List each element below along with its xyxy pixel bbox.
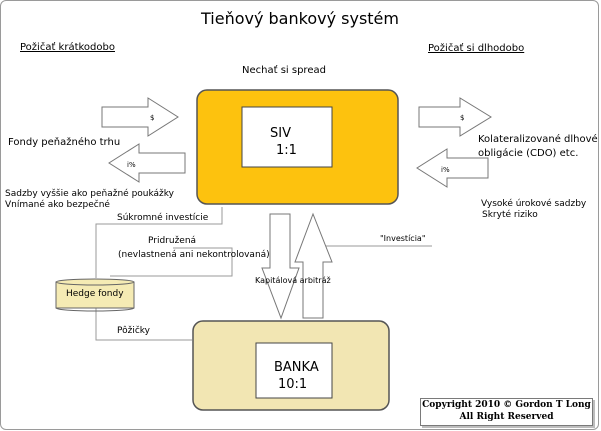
arrow-right-bottom (416, 148, 489, 188)
loans-line (95, 306, 192, 341)
hedge-fund-label: Hedge fondy (66, 289, 124, 299)
arrow-left-bottom-mark: i% (127, 161, 136, 169)
label-loans: Pôžičky (117, 326, 151, 336)
copyright-box: Copyright 2010 © Gordon T Long All Right… (420, 398, 593, 426)
copyright-line-1: Copyright 2010 © Gordon T Long (422, 400, 591, 410)
siv-name: SIV (270, 126, 291, 141)
label-high-rates: Vysoké úrokové sadzby (481, 199, 587, 209)
label-not-owned: (nevlastnená ani nekontrolovaná) (118, 250, 270, 260)
label-rates-higher: Sadzby vyššie ako peňažné poukážky (5, 189, 174, 199)
siv-label-box (241, 106, 333, 168)
arrow-left-top-mark: $ (150, 114, 154, 122)
label-affiliated: Pridružená (148, 236, 197, 246)
arrow-right-top-mark: $ (460, 114, 464, 122)
label-collateral-1: Kolateralizované dlhové (478, 134, 598, 145)
label-borrow-long: Požičať si dlhodobo (428, 43, 525, 54)
hedge-fund-shape (55, 278, 135, 312)
bank-ratio: 10:1 (278, 377, 308, 392)
label-capital-arbitrage: Kapitálová arbitráž (255, 276, 331, 285)
siv-ratio: 1:1 (276, 143, 297, 158)
label-borrow-short: Požičať krátkodobo (20, 42, 115, 53)
label-private-invest: Súkromné investície (117, 213, 209, 223)
arrow-left-top (101, 97, 179, 137)
diagram-title: Tieňový bankový systém (201, 9, 399, 28)
arrow-down-siv-bank (261, 213, 300, 320)
affiliated-line (110, 247, 233, 277)
arrow-right-top (418, 97, 492, 137)
label-collateral-2: obligácie (CDO) etc. (478, 148, 579, 159)
arrow-right-bottom-mark: i% (441, 166, 450, 174)
label-keep-spread: Nechať si spread (242, 65, 326, 76)
private-invest-line (95, 207, 223, 278)
copyright-line-2: All Right Reserved (459, 412, 554, 422)
arrow-up-bank-siv (294, 212, 333, 319)
arrow-left-bottom (108, 143, 186, 183)
label-perceived-safe: Vnímané ako bezpečné (5, 200, 110, 210)
label-hidden-risk: Skryté riziko (482, 210, 538, 220)
label-money-market: Fondy peňažného trhu (8, 137, 121, 148)
bank-name: BANKA (274, 360, 319, 375)
label-investment: "Investícia" (380, 234, 426, 243)
bank-label-box (255, 342, 333, 399)
